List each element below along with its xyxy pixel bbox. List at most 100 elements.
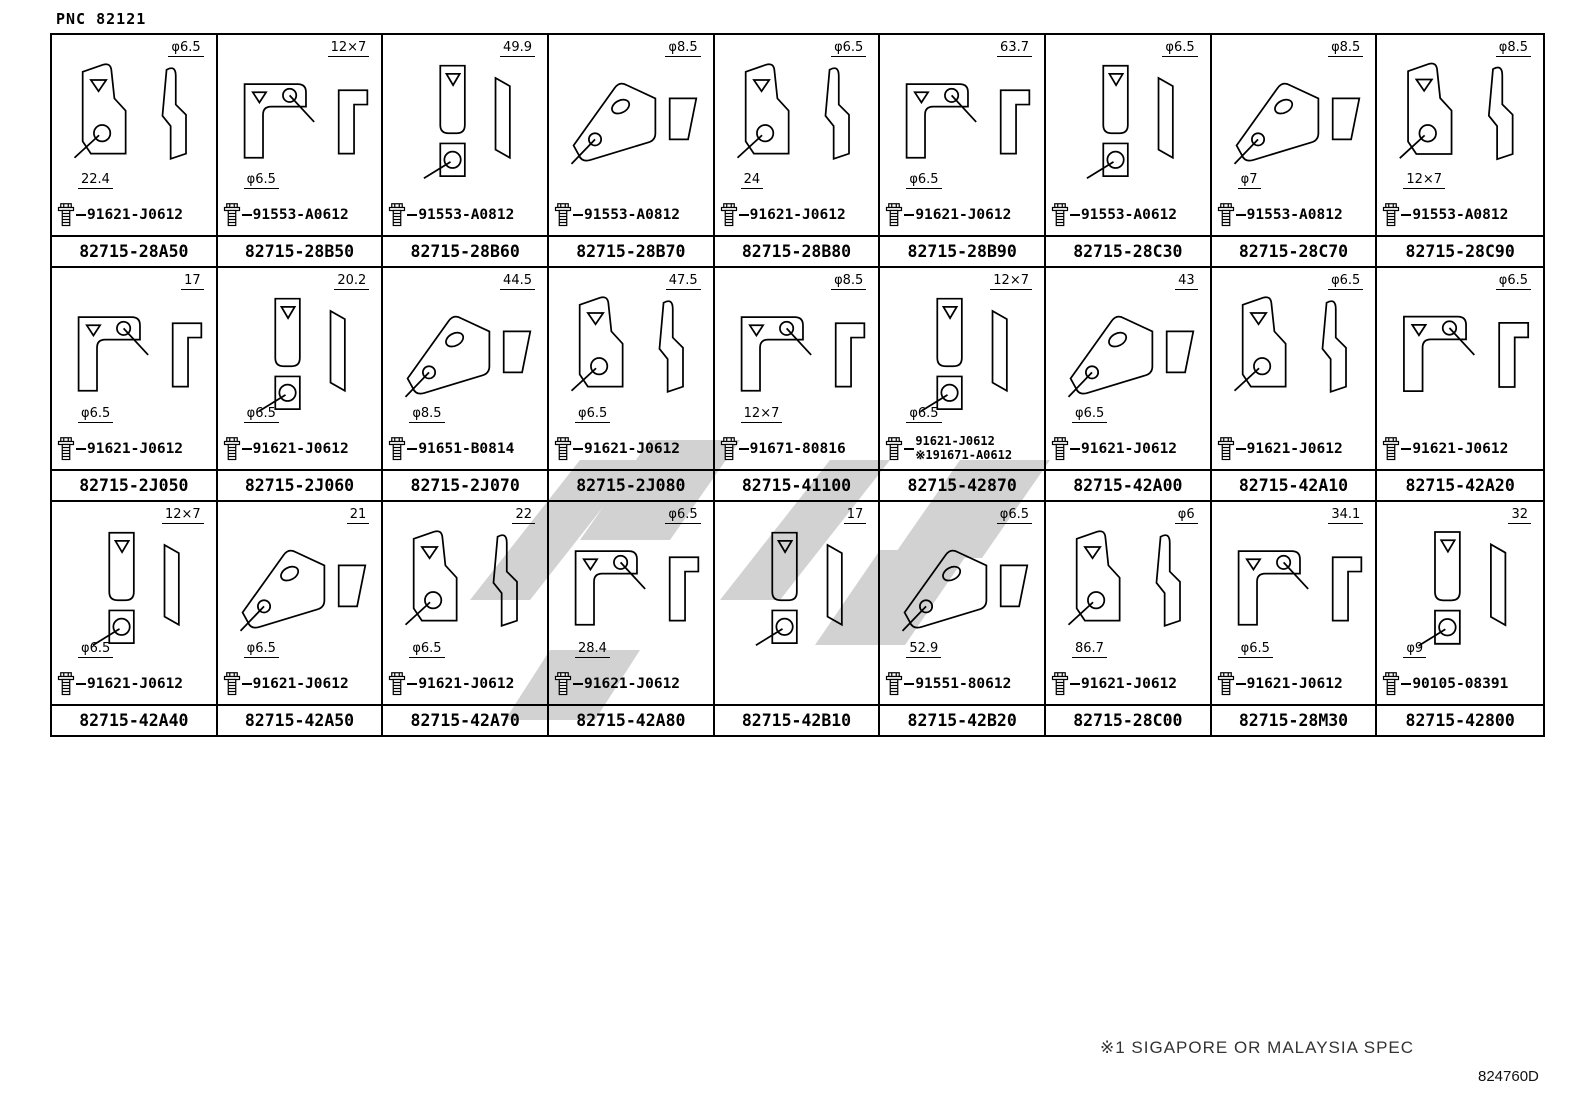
bracket-diagram: 21 φ6.5 — [218, 502, 382, 664]
bracket-diagram: 17 — [715, 502, 879, 664]
dimension-label: φ6.5 — [243, 172, 279, 190]
bolt-part-numbers: 91621-J0612 — [1081, 441, 1177, 457]
bracket-drawing — [549, 282, 713, 428]
part-number-row: 82715-2J060 — [217, 468, 382, 500]
bracket-drawing — [383, 282, 547, 428]
bolt-leader-line — [904, 682, 915, 685]
part-number-row: 82715-2J080 — [549, 468, 713, 500]
bolt-part-number: 91621-J0612 — [584, 440, 681, 457]
dimension-label: 20.2 — [334, 273, 370, 291]
part-number: 82715-41100 — [741, 475, 852, 495]
dimension-label: φ6.5 — [575, 406, 611, 423]
part-number-row: 82715-2J070 — [383, 468, 547, 500]
part-cell: φ6.5 91553- — [1046, 35, 1212, 269]
bolt-leader-line — [904, 447, 915, 450]
flange-bolt-icon — [1051, 669, 1069, 699]
bolt-leader-line — [241, 682, 252, 685]
bracket-drawing — [218, 516, 382, 664]
part-number: 82715-28A50 — [79, 242, 189, 262]
bolt-row: 91553-A0812 — [383, 195, 547, 235]
part-number: 82715-42800 — [1405, 710, 1515, 730]
bracket-drawing — [715, 49, 879, 195]
part-number-row: 82715-28C90 — [1377, 235, 1543, 266]
part-number-row: 82715-42A40 — [52, 703, 216, 735]
bolt-part-number: ※191671-A0612 — [915, 447, 1013, 462]
dimension-label: 12×7 — [740, 406, 783, 423]
bolt-part-number: 91621-J0612 — [418, 675, 515, 692]
flange-bolt-icon — [223, 200, 241, 230]
catalog-watermark — [470, 440, 1050, 720]
dimension-label: 32 — [1508, 507, 1531, 524]
bracket-drawing — [1212, 49, 1376, 195]
bracket-drawing — [880, 516, 1044, 664]
dimension-label: 21 — [346, 507, 370, 524]
flange-bolt-icon — [223, 669, 241, 699]
bolt-leader-line — [76, 447, 86, 450]
bolt-row: 91621-J0612 — [549, 664, 713, 704]
flange-bolt-icon — [388, 200, 406, 230]
part-number-row: 82715-42800 — [1377, 703, 1543, 735]
flange-bolt-icon — [57, 669, 75, 699]
bolt-row: 91651-B0814 — [383, 429, 547, 469]
bolt-part-number: 91553-A0812 — [584, 207, 681, 224]
bolt-row: 91621-J0612 — [52, 664, 216, 704]
part-number-row: 82715-28B60 — [383, 235, 547, 266]
bolt-part-number: 91551-80612 — [915, 675, 1012, 692]
bolt-leader-line — [76, 682, 86, 685]
dimension-label: φ6.5 — [831, 40, 867, 57]
bolt-part-numbers: 91671-80816 — [750, 441, 846, 457]
part-cell: φ8.5 91553- — [549, 35, 715, 269]
part-number: 82715-28B50 — [244, 242, 355, 262]
part-number: 82715-2J060 — [244, 475, 355, 495]
bolt-part-numbers: 91621-J0612 — [87, 441, 183, 457]
bolt-row: 91553-A0612 — [1046, 195, 1210, 235]
part-number-row: 82715-28B50 — [217, 235, 382, 266]
bolt-row: 91621-J0612 — [715, 195, 879, 235]
part-number: 82715-42B20 — [907, 710, 1017, 730]
dimension-label: φ6.5 — [243, 641, 279, 658]
bolt-leader-line — [1401, 682, 1412, 685]
flange-bolt-icon — [1051, 434, 1069, 464]
flange-bolt-icon — [554, 669, 572, 699]
part-number: 82715-28B70 — [576, 242, 686, 262]
bolt-part-numbers: 91553-A0812 — [1247, 207, 1343, 223]
part-number-row: 82715-41100 — [714, 468, 879, 500]
flange-bolt-icon — [720, 434, 738, 464]
flange-bolt-icon — [885, 669, 903, 699]
bolt-part-number: 91553-A0612 — [252, 207, 349, 224]
part-number-row: 82715-28A50 — [52, 235, 216, 266]
bolt-leader-line — [738, 447, 749, 450]
bolt-row: 91621-J0612 — [52, 195, 216, 235]
part-number-row: 82715-2J050 — [52, 468, 216, 500]
part-cell: 49.9 91553- — [383, 35, 549, 269]
bolt-part-number: 91621-J0612 — [87, 440, 184, 457]
dimension-label: 12×7 — [990, 273, 1032, 291]
bolt-part-numbers: 91553-A0812 — [584, 207, 680, 223]
bolt-row: 91553-A0812 — [1212, 195, 1376, 235]
bolt-leader-line — [904, 214, 915, 217]
bolt-part-numbers: 91621-J0612 — [584, 676, 680, 692]
bolt-part-numbers: 91621-J0612 — [1081, 676, 1177, 692]
dimension-label: φ8.5 — [409, 406, 445, 423]
flange-bolt-icon — [1382, 200, 1400, 230]
bracket-diagram: φ6.5 — [1377, 268, 1543, 428]
bracket-drawing — [383, 49, 547, 195]
bolt-part-number: 91671-80816 — [749, 440, 846, 457]
bracket-drawing — [383, 516, 547, 664]
bolt-row: 91621-J0612 — [1377, 429, 1543, 469]
bolt-leader-line — [241, 214, 252, 217]
bolt-leader-line — [1401, 214, 1412, 217]
part-number: 82715-28B80 — [741, 242, 852, 262]
bolt-part-number: 91553-A0612 — [1081, 207, 1178, 224]
